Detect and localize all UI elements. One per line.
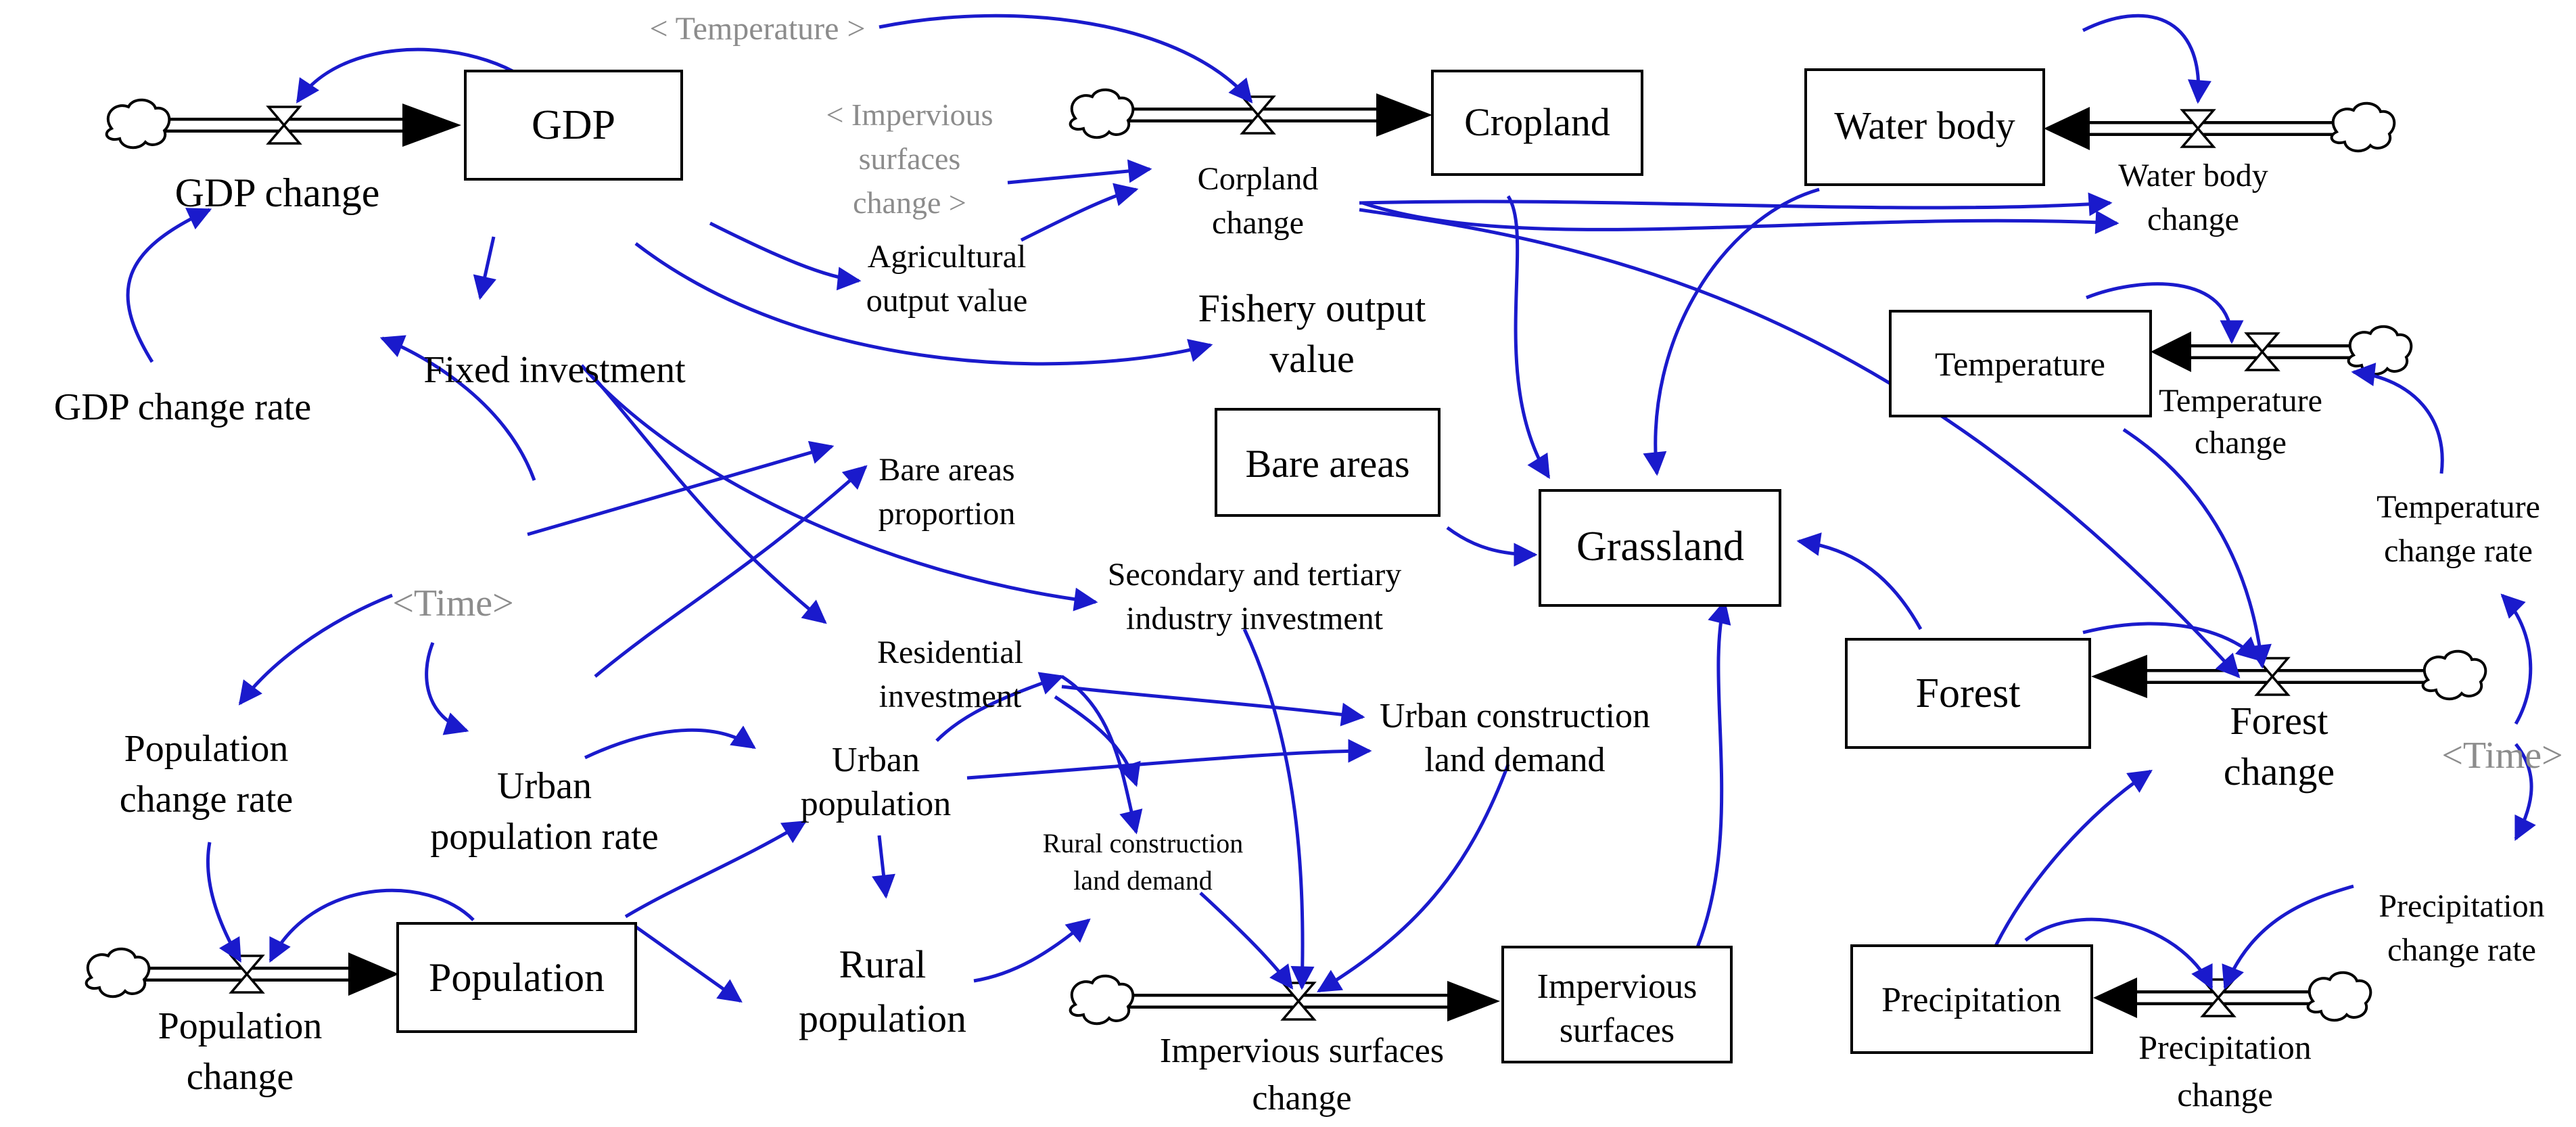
valve-icon: [229, 954, 265, 994]
shadow-impervious-label-1: < Impervious: [826, 97, 993, 132]
shadow-time-left-label: <Time>: [392, 582, 513, 624]
forest-label: Forest: [1916, 670, 2021, 716]
impervious-change-label-2: change: [1252, 1079, 1351, 1118]
valve-icon: [2244, 332, 2280, 371]
forest-change-label-1: Forest: [2230, 699, 2328, 743]
stock-bare-areas: [1215, 408, 1441, 517]
stock-population: [396, 922, 637, 1033]
gdp-change-label: GDP change: [175, 170, 380, 215]
water-body-label: Water body: [1834, 104, 2015, 147]
water-body-change-label-2: change: [2147, 202, 2239, 237]
cloud-sources: [85, 88, 2487, 1026]
fixed-investment-label: Fixed investment: [423, 349, 686, 391]
residential-investment-label-2: investment: [879, 678, 1022, 714]
cloud-icon: [2306, 971, 2372, 1022]
population-change-label-2: change: [187, 1056, 294, 1098]
gdp-inflow-head: [402, 104, 461, 147]
cropland-label: Cropland: [1464, 100, 1610, 144]
cloud-icon: [2330, 101, 2396, 153]
stock-cropland: [1431, 70, 1643, 176]
bare-areas-proportion-label-1: Bare areas: [879, 452, 1014, 488]
fishery-output-label-2: value: [1269, 337, 1355, 381]
rural-population-label-1: Rural: [839, 942, 927, 986]
cloud-icon: [1069, 974, 1135, 1026]
cloud-icon: [2421, 649, 2487, 701]
temperature-label: Temperature: [1935, 345, 2105, 383]
precipitation-label: Precipitation: [1881, 981, 2061, 1019]
rural-construction-label-1: Rural construction: [1043, 828, 1244, 858]
residential-investment-label-1: Residential: [877, 635, 1023, 670]
valve-icon: [1240, 95, 1276, 135]
water-body-inflow-head: [2044, 107, 2090, 150]
water-body-change-label-1: Water body: [2118, 158, 2268, 193]
secondary-tertiary-label-1: Secondary and tertiary: [1108, 557, 1401, 593]
urban-population-rate-label-1: Urban: [497, 765, 592, 807]
cloud-icon: [1069, 88, 1135, 139]
secondary-tertiary-label-2: industry investment: [1126, 601, 1384, 637]
causal-links: [126, 14, 2536, 1003]
urban-construction-label-2: land demand: [1424, 741, 1605, 779]
stock-impervious-surfaces: [1501, 946, 1733, 1063]
temperature-change-rate-label-1: Temperature: [2376, 489, 2540, 525]
cloud-icon: [105, 98, 171, 150]
stock-gdp: [464, 70, 683, 181]
precipitation-inflow-head: [2093, 978, 2137, 1018]
population-change-rate-label-2: change rate: [120, 779, 293, 821]
population-label: Population: [429, 955, 605, 1000]
shadow-impervious-label-2: surfaces: [859, 141, 961, 176]
shadow-time-right-label: <Time>: [2441, 735, 2562, 777]
urban-population-rate-label-2: population rate: [430, 816, 658, 858]
shadow-temperature-label: < Temperature >: [649, 11, 865, 47]
population-change-label-1: Population: [158, 1005, 323, 1047]
urban-population-label-2: population: [801, 785, 951, 823]
population-change-rate-label-1: Population: [124, 728, 289, 770]
rural-construction-label-2: land demand: [1073, 865, 1213, 896]
forest-change-label-2: change: [2224, 750, 2335, 794]
precipitation-change-label-1: Precipitation: [2138, 1028, 2312, 1066]
corpland-change-label-1: Corpland: [1198, 161, 1319, 197]
rural-population-label-2: population: [799, 996, 966, 1040]
impervious-surfaces-label-1: Impervious: [1537, 967, 1697, 1006]
flow-pipes: [135, 108, 2431, 1009]
stock-grassland: [1539, 489, 1781, 607]
valve-icon: [266, 106, 302, 145]
cropland-inflow-head: [1376, 93, 1432, 137]
temperature-change-rate-label-2: change rate: [2384, 533, 2533, 569]
valve-icon: [2180, 109, 2216, 148]
stock-precipitation: [1850, 944, 2093, 1054]
shadow-impervious-label-3: change >: [853, 185, 966, 220]
impervious-surfaces-label-2: surfaces: [1560, 1011, 1675, 1050]
fishery-output-label-1: Fishery output: [1198, 286, 1426, 330]
precipitation-change-rate-label-1: Precipitation: [2379, 888, 2544, 924]
forest-inflow-head: [2091, 655, 2147, 698]
population-inflow-head: [348, 952, 399, 996]
impervious-inflow-head: [1447, 981, 1500, 1021]
stock-forest: [1845, 638, 2091, 749]
urban-population-label-1: Urban: [832, 741, 920, 779]
flow-arrowheads: [348, 93, 2191, 1021]
temperature-change-label-1: Temperature: [2159, 383, 2322, 419]
stock-temperature: [1889, 310, 2152, 417]
precipitation-change-label-2: change: [2177, 1076, 2273, 1113]
impervious-change-label-1: Impervious surfaces: [1160, 1032, 1444, 1070]
temperature-change-label-2: change: [2195, 425, 2287, 461]
bare-areas-label: Bare areas: [1245, 442, 1409, 486]
gdp-label: GDP: [532, 102, 615, 148]
agricultural-output-label-2: output value: [866, 283, 1028, 319]
cloud-icon: [2347, 325, 2413, 376]
bare-areas-proportion-label-2: proportion: [879, 496, 1016, 532]
cloud-icon: [85, 947, 151, 998]
grassland-label: Grassland: [1576, 524, 1744, 570]
precipitation-change-rate-label-2: change rate: [2387, 932, 2536, 968]
gdp-change-rate-label: GDP change rate: [54, 386, 311, 428]
stock-water-body: [1804, 68, 2045, 186]
corpland-change-label-2: change: [1212, 205, 1304, 241]
agricultural-output-label-1: Agricultural: [868, 239, 1027, 275]
urban-construction-label-1: Urban construction: [1380, 697, 1650, 735]
temperature-inflow-head: [2151, 331, 2191, 372]
